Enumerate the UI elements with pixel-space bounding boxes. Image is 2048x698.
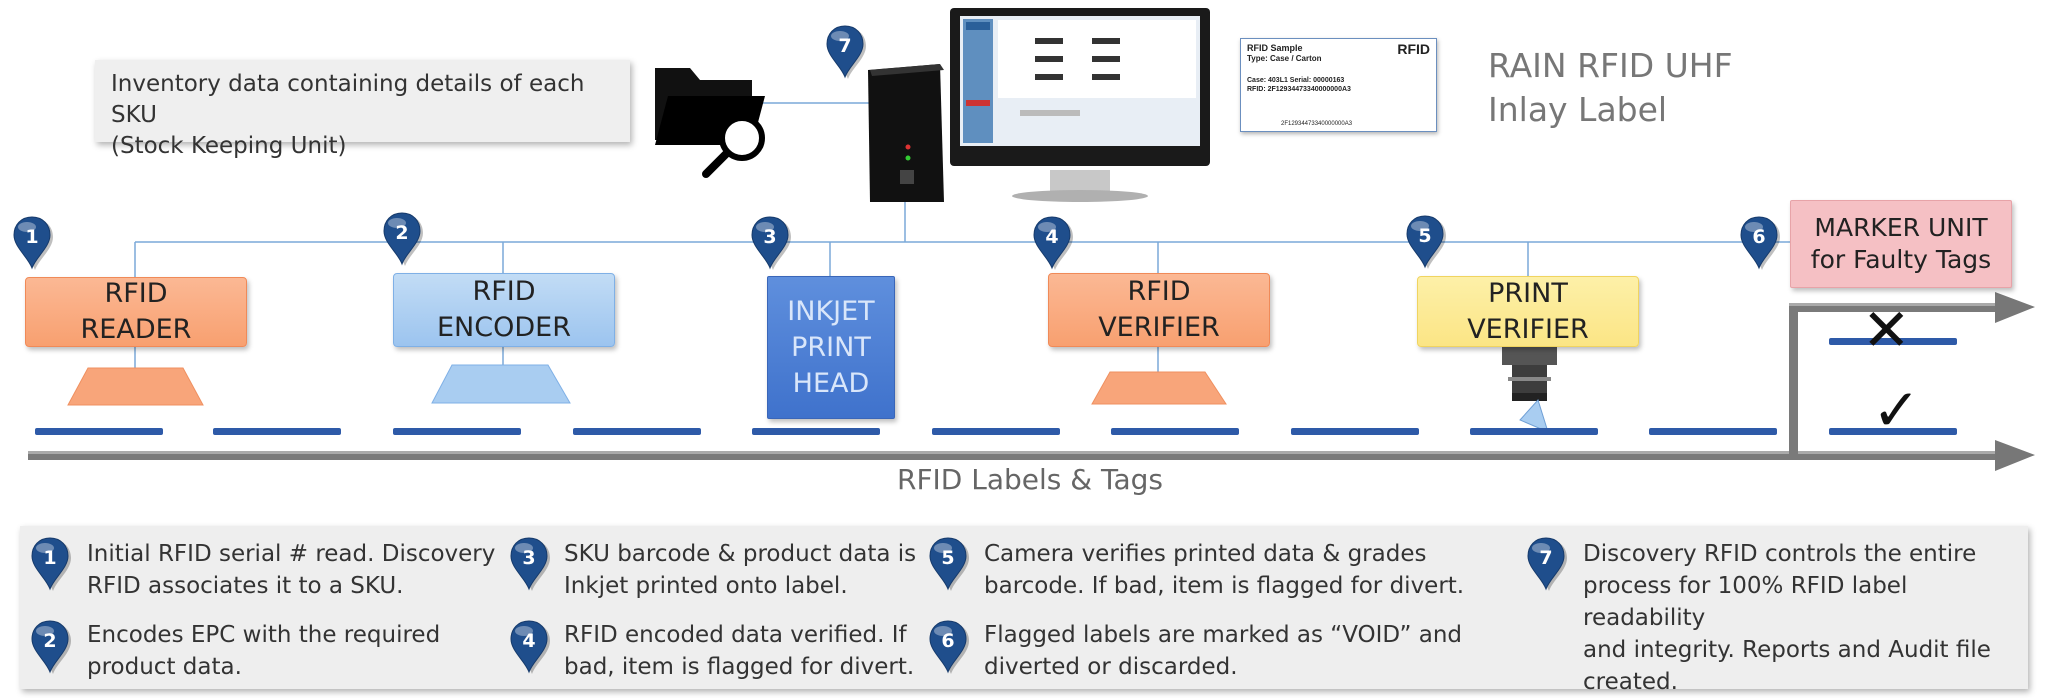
pin-number: 6 xyxy=(1752,226,1765,248)
step-6-pin-icon: 6 xyxy=(1738,215,1782,270)
reject-conveyor-arrow xyxy=(1995,292,2035,323)
pass-check-icon: ✓ xyxy=(1872,376,1921,444)
sample-barcode-text: 2F12934473340000000A3 xyxy=(1281,121,1353,127)
camera-body xyxy=(1502,347,1557,365)
main-conveyor-arrow xyxy=(1995,440,2035,471)
step-7-pin-icon: 7 xyxy=(824,24,868,79)
step-1-pin-icon: 1 xyxy=(11,215,55,270)
legend-step-1-text: Initial RFID serial # read. Discovery RF… xyxy=(87,541,496,599)
rain-rfid-title: RAIN RFID UHF Inlay Label xyxy=(1488,46,1733,129)
legend-step-5-text: Camera verifies printed data & grades ba… xyxy=(984,541,1465,599)
legend-step-4-text: RFID encoded data verified. If bad, item… xyxy=(564,622,915,680)
rfid-sample-label: RFID Sample RFID Type: Case / Carton Cas… xyxy=(1240,38,1437,132)
legend-step-6-text: Flagged labels are marked as “VOID” and … xyxy=(984,622,1463,680)
pin-number: 1 xyxy=(25,226,38,248)
folder-search-icon xyxy=(655,68,765,178)
sample-title: RFID Sample xyxy=(1247,43,1303,53)
pin-number: 5 xyxy=(1418,225,1431,247)
step-3-pin-icon: 3 xyxy=(749,215,793,270)
conveyor-caption: RFID Labels & Tags xyxy=(896,463,1164,496)
sample-logo: RFID xyxy=(1397,41,1430,57)
sample-case: Case: 403L1 Serial: 00000163 xyxy=(1247,77,1345,84)
label-strips xyxy=(35,338,1957,435)
divert-riser xyxy=(1789,303,1798,458)
encoder-antenna xyxy=(431,364,571,404)
rfid-reader-box: RFID READER xyxy=(25,277,247,347)
pin-number: 7 xyxy=(838,35,851,57)
legend-4-pin-icon: 4 xyxy=(508,619,552,675)
camera-beam xyxy=(1519,399,1549,433)
inkjet-print-head-box: INKJET PRINT HEAD xyxy=(767,276,895,419)
pin-number: 2 xyxy=(395,222,408,244)
step-2-pin-icon: 2 xyxy=(381,211,425,266)
sample-rfid: RFID: 2F12934473340000000A3 xyxy=(1247,86,1351,93)
legend-1-pin-icon: 1 xyxy=(29,536,73,592)
print-verifier-box: PRINT VERIFIER xyxy=(1417,276,1639,347)
legend-step-2-text: Encodes EPC with the required product da… xyxy=(87,622,441,680)
rfid-encoder-box: RFID ENCODER xyxy=(393,273,615,347)
legend-6-pin-icon: 6 xyxy=(927,619,971,675)
legend-panel: 1 Initial RFID serial # read. Discovery … xyxy=(20,526,2028,695)
legend-2-pin-icon: 2 xyxy=(29,619,73,675)
pin-number: 3 xyxy=(522,547,535,569)
legend-7-pin-icon: 7 xyxy=(1525,536,1569,592)
computer-tower-icon xyxy=(868,64,944,202)
inventory-data-box: Inventory data containing details of eac… xyxy=(95,60,630,159)
pin-number: 3 xyxy=(763,226,776,248)
verifier-antenna xyxy=(1091,371,1227,405)
pin-number: 1 xyxy=(43,547,56,569)
legend-step-7-text: Discovery RFID controls the entire proce… xyxy=(1583,541,1991,695)
main-conveyor xyxy=(28,451,2003,460)
rfid-verifier-box: RFID VERIFIER xyxy=(1048,273,1270,347)
step-4-pin-icon: 4 xyxy=(1031,215,1075,270)
pin-number: 6 xyxy=(941,630,954,652)
pin-number: 4 xyxy=(522,630,535,652)
monitor-icon xyxy=(950,8,1210,202)
sample-type: Type: Case / Carton xyxy=(1247,54,1322,63)
legend-5-pin-icon: 5 xyxy=(927,536,971,592)
pin-number: 7 xyxy=(1539,547,1552,569)
pin-number: 4 xyxy=(1045,226,1058,248)
legend-3-pin-icon: 3 xyxy=(508,536,552,592)
reject-conveyor xyxy=(1789,303,2003,312)
pin-number: 2 xyxy=(43,630,56,652)
legend-step-3-text: SKU barcode & product data is Inkjet pri… xyxy=(564,541,917,599)
marker-unit-box: MARKER UNIT for Faulty Tags xyxy=(1790,200,2012,288)
reader-antenna xyxy=(67,367,204,406)
reject-x-icon: ✕ xyxy=(1862,296,1911,364)
pin-number: 5 xyxy=(941,547,954,569)
step-5-pin-icon: 5 xyxy=(1404,214,1448,269)
